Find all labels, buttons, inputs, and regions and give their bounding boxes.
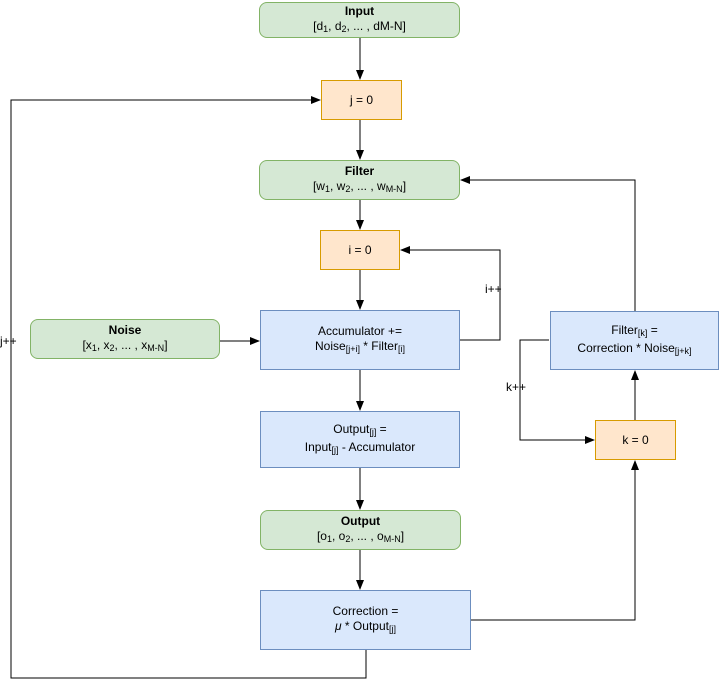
node-input: Input [d1, d2, ... , dM-N] [259,2,460,38]
node-accumulator: Accumulator += Noise[j+i] * Filter[i] [260,310,460,370]
edge-filterk-to-filter [460,176,636,311]
node-noise: Noise [x1, x2, ... , xM-N] [30,319,220,359]
node-filter-k-line1: Filter[k] = [611,322,658,338]
node-k0-label: k = 0 [622,432,649,447]
node-i0: i = 0 [320,230,400,270]
node-filter-title: Filter [344,163,375,178]
loop-label-k: k++ [506,380,527,394]
node-output-j: Output[j] = Input[j] - Accumulator [260,411,460,468]
node-output-j-line1: Output[j] = [333,421,387,437]
edge-kpp-loop [519,339,595,444]
node-filter-k-line2: Correction * Noise[j+k] [577,340,692,356]
node-output: Output [o1, o2, ... , oM-N] [260,510,461,550]
node-j0: j = 0 [321,80,402,120]
edge-ipp-loop [400,246,501,341]
node-correction: Correction = μ * Output[j] [260,590,471,650]
node-input-title: Input [344,3,375,18]
node-filter-k: Filter[k] = Correction * Noise[j+k] [550,311,719,370]
node-output-title: Output [340,513,381,528]
loop-label-i: i++ [485,282,502,296]
node-accumulator-line2: Noise[j+i] * Filter[i] [315,338,405,354]
edge-correction-to-k0 [471,460,639,621]
edge-jpp-loop [10,96,367,679]
node-correction-line2: μ * Output[j] [335,618,396,634]
node-output-formula: [o1, o2, ... , oM-N] [316,528,405,544]
node-input-formula: [d1, d2, ... , dM-N] [313,18,406,34]
node-j0-label: j = 0 [349,92,373,107]
node-correction-line1: Correction = [332,603,399,618]
loop-label-j: j++ [0,334,17,348]
node-k0: k = 0 [595,420,676,460]
node-filter-formula: [w1, w2, ... , wM-N] [312,178,407,194]
node-noise-formula: [x1, x2, ... , xM-N] [82,337,168,353]
node-output-j-line2: Input[j] - Accumulator [304,439,416,455]
node-accumulator-line1: Accumulator += [317,323,403,338]
node-i0-label: i = 0 [348,242,372,257]
node-filter: Filter [w1, w2, ... , wM-N] [259,160,460,200]
node-noise-title: Noise [108,322,142,337]
